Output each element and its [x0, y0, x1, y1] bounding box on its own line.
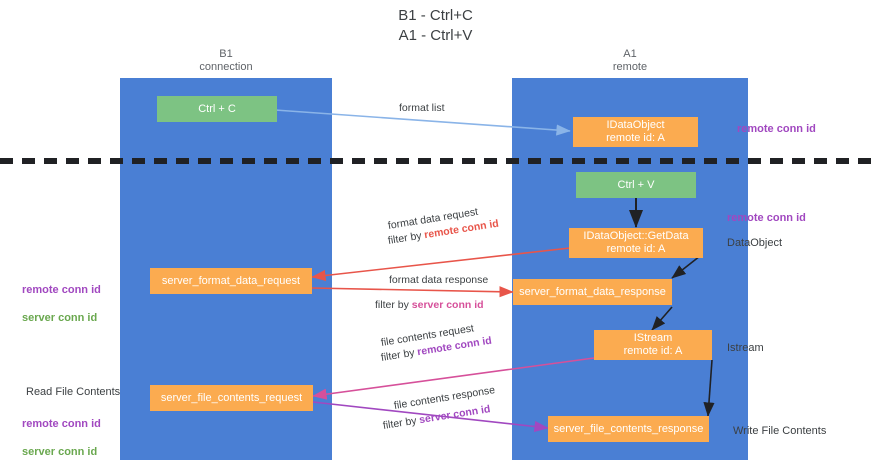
annotation-write-file-contents: Write File Contents: [733, 425, 827, 437]
node-ctrl-c[interactable]: Ctrl + C: [157, 96, 277, 122]
annotation-istream: Istream: [727, 342, 764, 354]
annotation-remote-conn-id-mid: remote conn id: [727, 212, 806, 224]
wire-format-data-response: [311, 286, 514, 298]
node-server-file-contents-request[interactable]: server_file_contents_request: [150, 385, 313, 411]
edge-label-format-list: format list: [399, 102, 445, 114]
node-istream[interactable]: IStream remote id: A: [594, 330, 712, 360]
filter-prefix: filter by: [382, 414, 421, 432]
annotation-remote-conn-id-b: remote conn id: [22, 418, 101, 430]
node-idataobject[interactable]: IDataObject remote id: A: [573, 117, 698, 147]
node-idataobject-getdata[interactable]: IDataObject::GetData remote id: A: [569, 228, 703, 258]
annotation-dataobject: DataObject: [727, 237, 783, 249]
annotation-left-conn-ids-a: remote conn id server conn id: [22, 269, 101, 339]
annotation-server-conn-id-a: server conn id: [22, 312, 98, 324]
lane-header-a1: A1 remote: [612, 48, 648, 73]
lane-header-b1: B1 connection: [199, 48, 253, 73]
edge-label-format-data-response: format data response: [389, 274, 489, 286]
node-server-format-data-request[interactable]: server_format_data_request: [150, 268, 312, 294]
node-server-file-contents-response[interactable]: server_file_contents_response: [548, 416, 709, 442]
annotation-server-conn-id-b: server conn id: [22, 446, 98, 458]
annotation-remote-conn-id-a: remote conn id: [22, 284, 101, 296]
filter-prefix: filter by: [375, 299, 412, 311]
edge-label-format-data-response-filter: filter by server conn id: [375, 298, 484, 312]
page-title: B1 - Ctrl+C A1 - Ctrl+V: [398, 7, 473, 44]
filter-key: server conn id: [411, 299, 484, 311]
annotation-read-file-contents: Read File Contents: [26, 386, 121, 398]
annotation-left-conn-ids-b: remote conn id server conn id: [22, 403, 101, 473]
annotation-remote-conn-id-top: remote conn id: [737, 123, 816, 135]
section-divider: [0, 158, 871, 164]
node-ctrl-v[interactable]: Ctrl + V: [576, 172, 696, 198]
node-server-format-data-response[interactable]: server_format_data_response: [513, 279, 672, 305]
